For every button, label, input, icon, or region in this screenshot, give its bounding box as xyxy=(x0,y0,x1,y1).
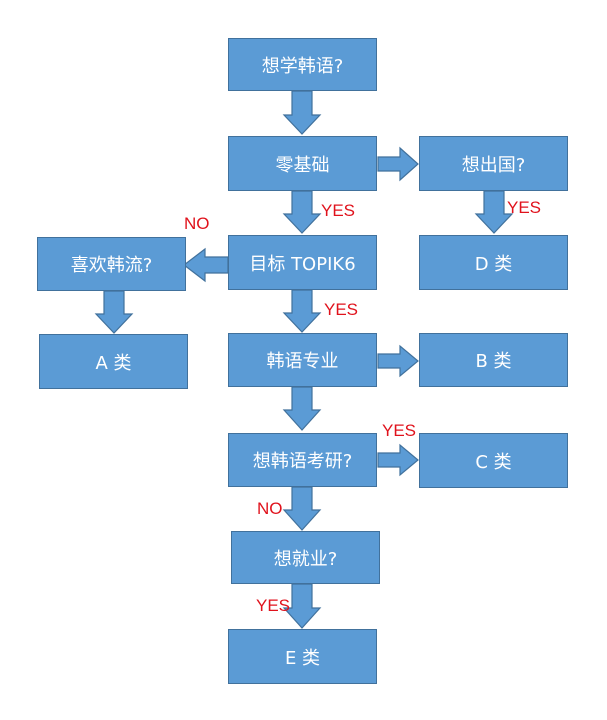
node-like-hallyu: 喜欢韩流? xyxy=(37,237,186,291)
node-zero-basis: 零基础 xyxy=(228,136,377,191)
arrow-down-3 xyxy=(474,190,514,234)
arrow-down-6 xyxy=(282,386,322,431)
node-grad-exam: 想韩语考研? xyxy=(228,433,377,487)
node-want-job: 想就业? xyxy=(231,531,380,584)
arrow-right-2 xyxy=(377,344,419,378)
label-yes-job-to-e: YES xyxy=(256,596,291,615)
arrow-down-7 xyxy=(282,486,322,531)
label-yes-grad-to-c: YES xyxy=(382,421,417,440)
label-no-topik-to-hallyu: NO xyxy=(184,214,210,233)
label-no-grad-to-job: NO xyxy=(257,499,283,518)
node-class-d: D 类 xyxy=(419,235,568,290)
node-class-b: B 类 xyxy=(419,333,568,387)
node-class-e: E 类 xyxy=(228,629,377,684)
node-class-c: C 类 xyxy=(419,433,568,488)
label-yes-topik-to-major: YES xyxy=(324,300,359,319)
node-want-korean: 想学韩语? xyxy=(228,38,377,91)
arrow-down-4 xyxy=(94,290,134,334)
arrow-right-3 xyxy=(377,443,419,477)
arrow-down-1 xyxy=(282,90,322,135)
arrow-right-1 xyxy=(377,146,419,182)
node-want-abroad: 想出国? xyxy=(419,136,568,191)
arrow-down-8 xyxy=(282,583,322,629)
arrow-down-2 xyxy=(282,190,322,234)
arrow-down-5 xyxy=(282,289,322,333)
label-yes-abroad-to-d: YES xyxy=(507,198,542,217)
label-yes-zero-to-topik: YES xyxy=(321,201,356,220)
arrow-left-1 xyxy=(183,247,229,283)
node-class-a: A 类 xyxy=(39,334,188,389)
node-target-topik: 目标 TOPIK6 xyxy=(228,235,377,290)
node-korean-major: 韩语专业 xyxy=(228,333,377,387)
